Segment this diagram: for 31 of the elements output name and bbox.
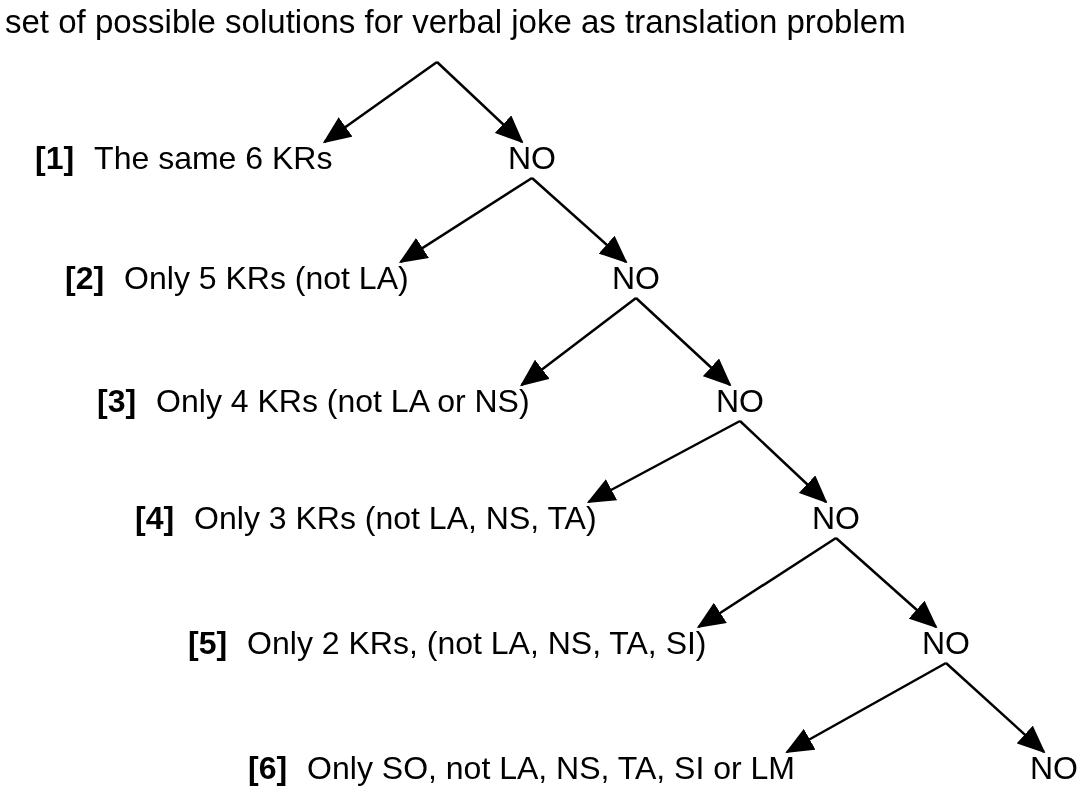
option-label: Only 3 KRs (not LA, NS, TA) — [194, 499, 597, 538]
option-number: [3] — [97, 382, 137, 421]
arrow — [398, 176, 533, 264]
option-label: Only 5 KRs (not LA) — [124, 259, 409, 298]
arrow — [322, 60, 438, 144]
option-number: [5] — [188, 624, 228, 663]
option-label: NO — [716, 382, 764, 421]
arrow — [785, 661, 947, 754]
option-label: Only SO, not LA, NS, TA, SI or LM — [307, 749, 795, 788]
option-label: NO — [612, 259, 660, 298]
option-number: [1] — [35, 139, 75, 178]
option-number: [4] — [135, 499, 175, 538]
arrow — [436, 61, 524, 144]
arrow — [835, 537, 938, 629]
arrow — [586, 419, 741, 504]
arrow — [520, 297, 637, 387]
option-label: Only 4 KRs (not LA or NS) — [156, 382, 530, 421]
arrow — [945, 662, 1046, 754]
arrow — [696, 536, 837, 629]
root-label: set of possible solutions for verbal joke as translation problem — [5, 2, 906, 42]
option-label: NO — [922, 624, 970, 663]
arrow — [531, 177, 628, 264]
arrow — [739, 420, 828, 504]
arrow — [635, 297, 732, 387]
option-label: The same 6 KRs — [94, 139, 333, 178]
option-number: [2] — [65, 259, 105, 298]
option-number: [6] — [248, 749, 288, 788]
option-label: Only 2 KRs, (not LA, NS, TA, SI) — [247, 624, 707, 663]
option-label: NO — [508, 139, 556, 178]
option-label: NO — [1030, 749, 1078, 788]
option-label: NO — [812, 499, 860, 538]
